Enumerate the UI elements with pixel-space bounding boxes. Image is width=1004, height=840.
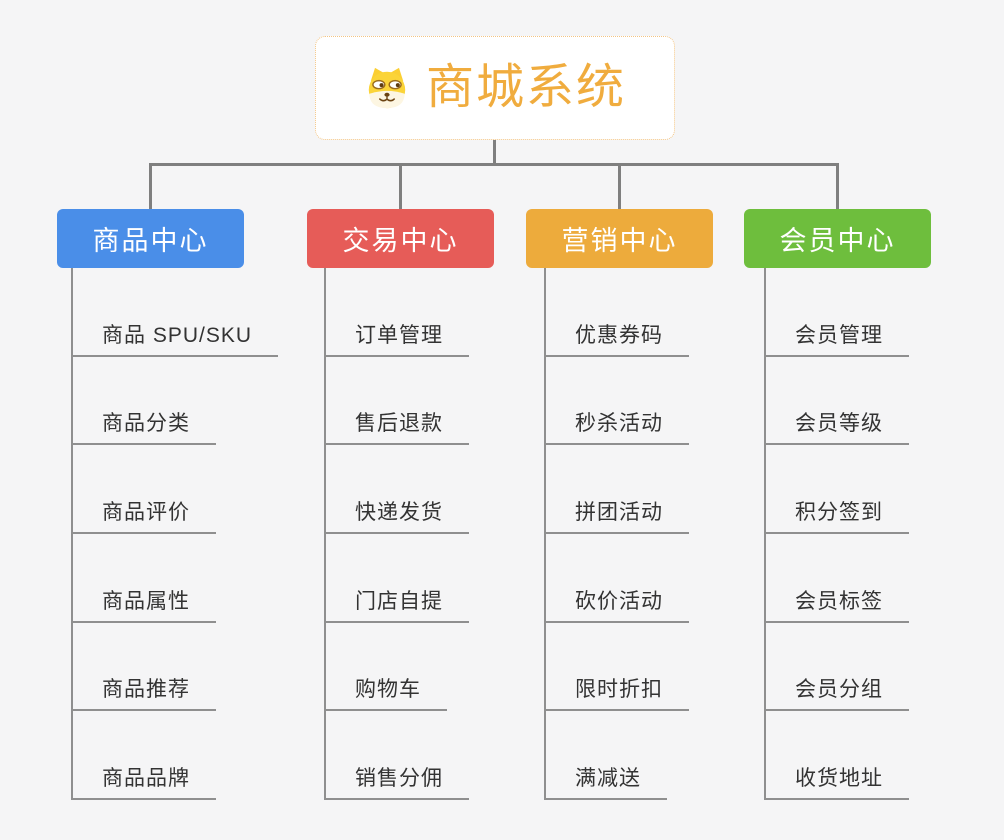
connector-horizontal-bar (149, 163, 839, 166)
dog-face-icon (368, 67, 406, 109)
leaf-node[interactable]: 秒杀活动 (544, 357, 689, 446)
leaf-node[interactable]: 商品 SPU/SKU (71, 268, 279, 357)
root-title: 商城系统 (425, 61, 626, 114)
connector-root-stub (493, 140, 496, 164)
leaf-node[interactable]: 商品评价 (71, 445, 278, 535)
leaf-node[interactable]: 会员标签 (764, 534, 909, 623)
leaf-node[interactable]: 门店自提 (324, 534, 469, 623)
leaf-node[interactable]: 会员分组 (764, 623, 909, 712)
leaf-node[interactable]: 商品品牌 (71, 711, 278, 801)
leaf-node[interactable]: 限时折扣 (544, 623, 689, 712)
connector-drop-trade (399, 165, 402, 209)
branch-node-product-center[interactable]: 商品中心 (57, 209, 244, 268)
leaf-node[interactable]: 商品推荐 (71, 623, 278, 712)
leaf-column-marketing: 优惠券码 秒杀活动 拼团活动 砍价活动 限时折扣 满减送 (544, 268, 689, 801)
leaf-node[interactable]: 购物车 (324, 623, 469, 712)
leaf-node[interactable]: 商品属性 (71, 534, 278, 623)
connector-drop-product (149, 165, 152, 209)
root-node[interactable]: 商城系统 (315, 36, 675, 140)
leaf-column-product: 商品 SPU/SKU 商品分类 商品评价 商品属性 商品推荐 商品品牌 (71, 268, 279, 801)
leaf-node[interactable]: 会员管理 (764, 268, 909, 357)
leaf-node[interactable]: 收货地址 (764, 711, 909, 801)
branch-node-trade-center[interactable]: 交易中心 (307, 209, 494, 268)
leaf-node[interactable]: 优惠券码 (544, 268, 689, 357)
branch-node-marketing-center[interactable]: 营销中心 (526, 209, 713, 268)
leaf-node[interactable]: 拼团活动 (544, 445, 689, 535)
leaf-node[interactable]: 订单管理 (324, 268, 469, 357)
leaf-node[interactable]: 快递发货 (324, 445, 469, 535)
leaf-column-trade: 订单管理 售后退款 快递发货 门店自提 购物车 销售分佣 (324, 268, 469, 801)
connector-drop-member (836, 165, 839, 209)
leaf-node[interactable]: 积分签到 (764, 445, 909, 535)
leaf-node[interactable]: 商品分类 (71, 357, 278, 446)
leaf-node[interactable]: 砍价活动 (544, 534, 689, 623)
leaf-node[interactable]: 满减送 (544, 711, 689, 801)
leaf-node[interactable]: 销售分佣 (324, 711, 469, 801)
leaf-node[interactable]: 会员等级 (764, 357, 909, 446)
leaf-node[interactable]: 售后退款 (324, 357, 469, 446)
branch-node-member-center[interactable]: 会员中心 (744, 209, 931, 268)
leaf-column-member: 会员管理 会员等级 积分签到 会员标签 会员分组 收货地址 (764, 268, 909, 801)
connector-drop-marketing (618, 165, 621, 209)
